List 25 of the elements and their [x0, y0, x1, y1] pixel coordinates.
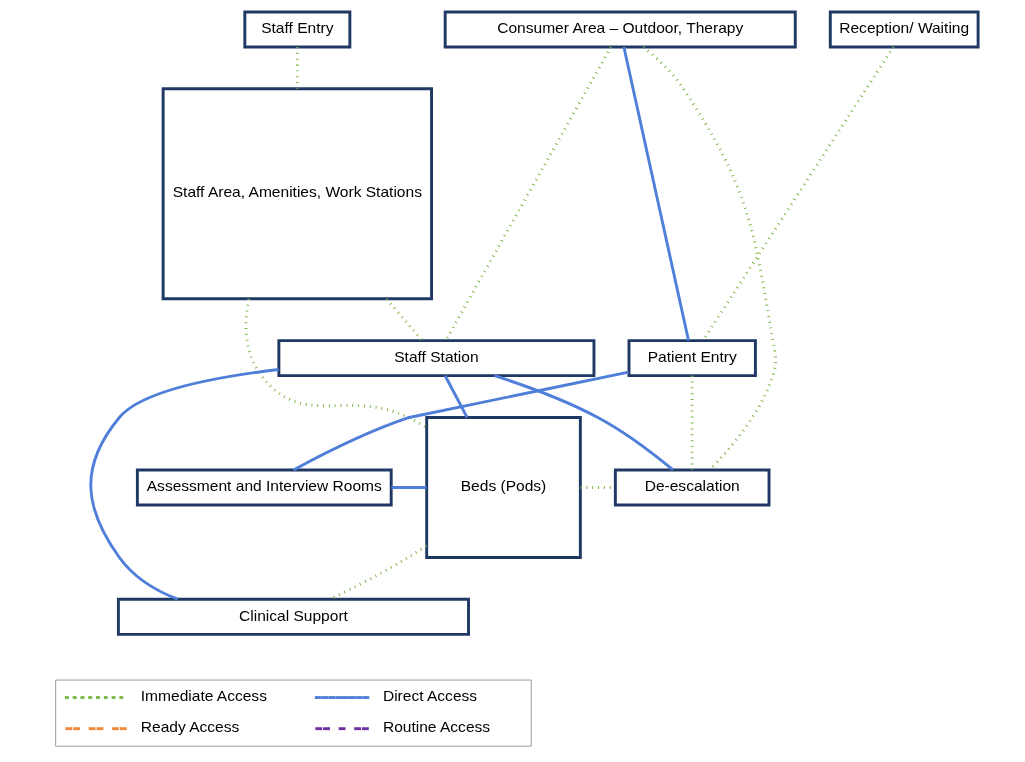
node-box: Beds (Pods)	[424, 416, 582, 559]
node-box: De-escalation	[613, 468, 770, 507]
legend-label: Routine Access	[382, 718, 490, 736]
node-box: Staff Area, Amenities, Work Stations	[161, 87, 433, 301]
connector	[292, 370, 629, 472]
connector	[88, 368, 279, 601]
node-box: Assessment and Interview Rooms	[135, 468, 393, 507]
node-box: Staff Entry	[242, 10, 351, 49]
node-box: Patient Entry	[627, 339, 757, 378]
connector	[690, 375, 694, 470]
connector	[444, 46, 612, 342]
connector	[390, 486, 426, 489]
node-box: Clinical Support	[116, 597, 470, 636]
node-box: Reception/ Waiting	[828, 10, 980, 49]
legend-label: Ready Access	[140, 718, 239, 736]
connector	[244, 298, 427, 429]
node-box: Staff Station	[276, 339, 595, 378]
connector	[621, 46, 690, 341]
connector	[295, 47, 299, 89]
legend-label: Direct Access	[382, 687, 477, 705]
connector	[641, 46, 777, 471]
connector	[443, 375, 468, 418]
node-box: Consumer Area – Outdoor, Therapy	[443, 10, 797, 49]
legend-label: Immediate Access	[140, 687, 267, 705]
connector	[385, 298, 423, 342]
